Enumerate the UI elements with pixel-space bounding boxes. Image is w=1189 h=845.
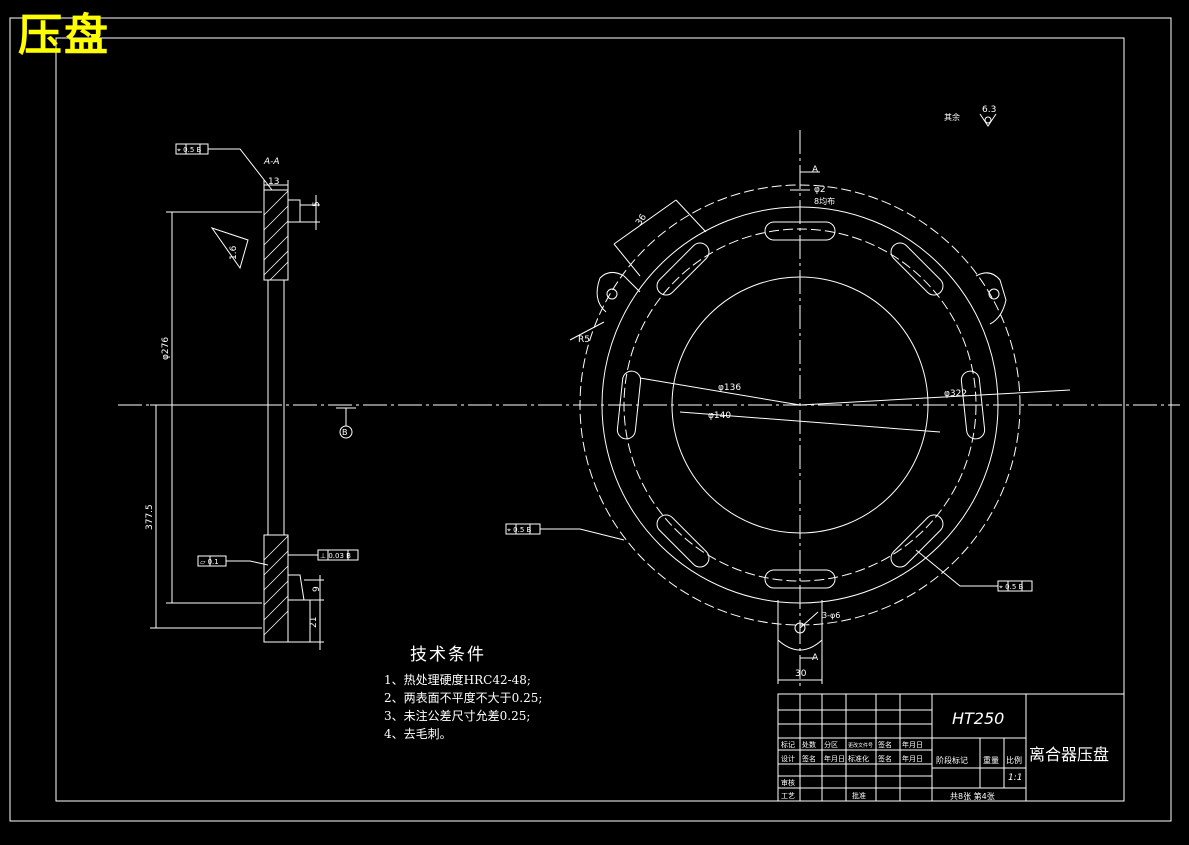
tb-stage: 阶段标记 [936, 755, 968, 765]
dim-3-holes: 3-φ6 [822, 611, 840, 620]
dim-phi140: φ140 [708, 411, 731, 421]
dim-36: 36 [634, 212, 649, 227]
dim-30: 30 [795, 669, 807, 679]
tb-row-process: 工艺 [781, 792, 795, 800]
roughness-value: 6.3 [982, 105, 996, 115]
notes-header: 技术条件 [410, 645, 486, 665]
dim-8-slots: 8均布 [814, 196, 835, 206]
outer-frame [9, 17, 1172, 822]
tb-scale-label: 比例 [1006, 755, 1022, 765]
plan-view [505, 113, 1071, 684]
sheet-info: 共8张 第4张 [950, 791, 995, 801]
note-item: 1、热处理硬度HRC42-48; [384, 673, 531, 687]
note-item: 2、两表面不平度不大于0.25; [384, 691, 543, 705]
tb-col-doc: 更改文件号 [848, 742, 873, 749]
section-label: A-A [263, 157, 280, 167]
drawing-title: 压盘 [18, 10, 110, 61]
technical-notes: 技术条件 1、热处理硬度HRC42-48; 2、两表面不平度不大于0.25; 3… [384, 640, 542, 743]
dim-21: 21 [309, 617, 319, 628]
tb-col-date: 年月日 [902, 740, 923, 749]
dim-1-6: 1.6 [229, 245, 239, 260]
tb-col-count: 处数 [802, 740, 816, 749]
gdt-top-left: ⌖ 0.5 B [177, 146, 202, 154]
tb-weight: 重量 [983, 755, 999, 765]
dim-phi322: φ322 [944, 389, 967, 399]
dim-r5: R5 [578, 335, 590, 345]
tb-approve: 批准 [852, 791, 866, 800]
tb-row-review: 审核 [781, 778, 795, 787]
roughness-prefix: 其余 [944, 112, 960, 122]
gdt-left-mid: ⌖ 0.5 B [507, 526, 532, 534]
tb-row-mark: 标记 [781, 740, 795, 749]
view-marker-bottom: A [812, 653, 819, 663]
view-marker-top: A [812, 165, 819, 175]
dim-377: 377.5 [145, 504, 155, 530]
dim-phi2: φ2 [814, 185, 826, 195]
material: HT250 [952, 709, 1004, 728]
tb-d-std: 标准化 [848, 754, 869, 763]
tb-d-date: 年月日 [824, 754, 845, 763]
dim-5: 5 [312, 201, 322, 207]
part-name: 离合器压盘 [1029, 745, 1109, 764]
datum-b: B [342, 428, 348, 437]
tb-col-zone: 分区 [824, 740, 838, 749]
tb-d-sign: 签名 [802, 754, 816, 763]
title-block [777, 693, 1125, 802]
tb-row-design: 设计 [781, 754, 795, 763]
gdt-flatness: ▱ 0.1 [200, 558, 219, 566]
tb-d-date2: 年月日 [902, 754, 923, 763]
note-item: 4、去毛刺。 [384, 727, 452, 741]
dim-9: 9 [312, 586, 322, 592]
dim-phi276: φ276 [161, 337, 171, 360]
gdt-right-mid: ⌖ 0.5 B [999, 583, 1024, 591]
inner-frame [55, 37, 1125, 802]
tb-d-sign2: 签名 [878, 754, 892, 763]
scale: 1:1 [1008, 773, 1022, 783]
section-view [150, 143, 359, 650]
note-item: 3、未注公差尺寸允差0.25; [384, 709, 531, 723]
gdt-perp: ⊥ 0.03 B [320, 552, 351, 560]
tb-col-sign: 签名 [878, 740, 892, 749]
dim-13: 13 [268, 177, 279, 187]
dim-phi136: φ136 [718, 383, 741, 393]
